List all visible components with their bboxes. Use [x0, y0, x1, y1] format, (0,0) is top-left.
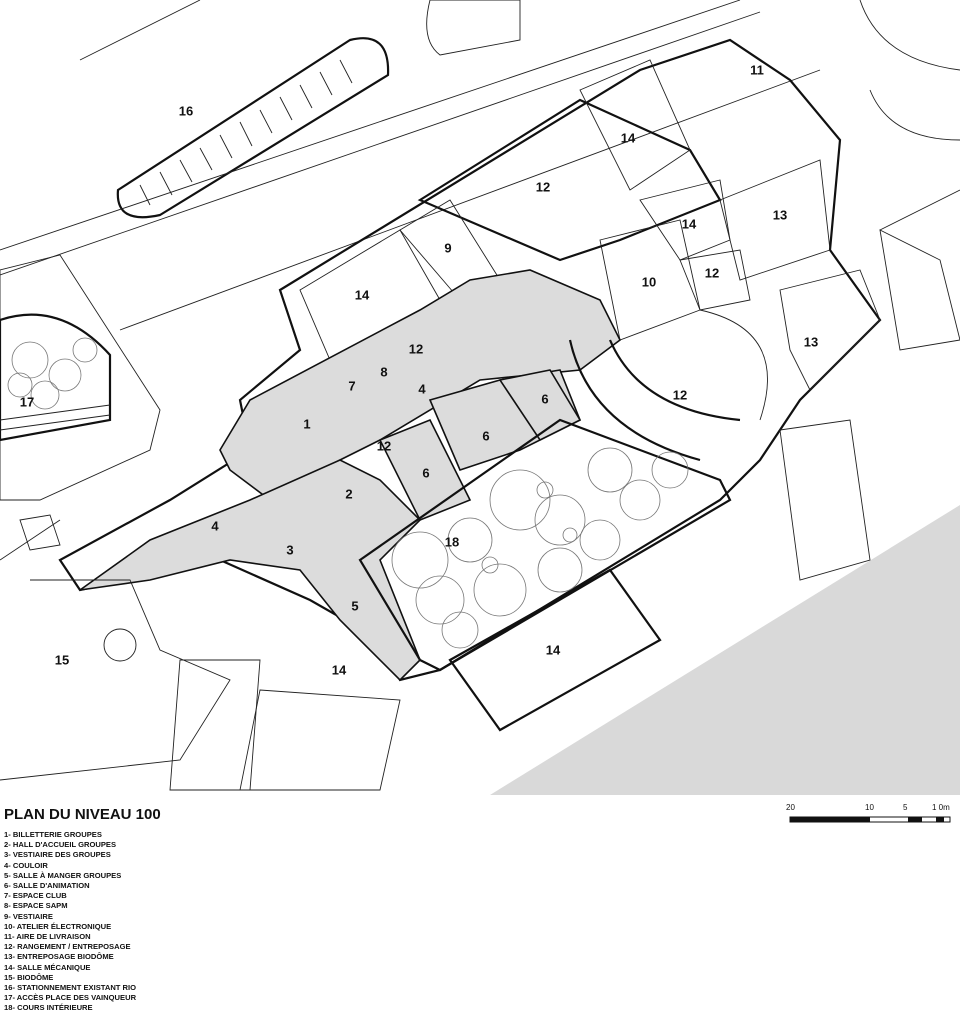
legend-item: 1- BILLETTERIE GROUPES	[4, 830, 102, 839]
room-label-6: 6	[541, 391, 548, 406]
room-label-11: 11	[750, 62, 764, 77]
scale-tick-label: 5	[903, 803, 908, 812]
circulation-zones	[79, 269, 622, 682]
room-label-3: 3	[286, 542, 293, 557]
room-label-18: 18	[445, 534, 459, 549]
exterior-grey-zone	[490, 505, 960, 795]
scale-tick-label: 10	[865, 803, 874, 812]
room-label-4: 4	[211, 518, 219, 533]
legend-item: 4- COULOIR	[4, 860, 48, 870]
legend-item: 10- ATELIER ÉLECTRONIQUE	[4, 921, 112, 931]
parking-lot	[79, 0, 521, 219]
room-label-6: 6	[482, 428, 489, 443]
mechanical-block	[0, 568, 662, 791]
room-label-12: 12	[377, 438, 391, 453]
room-label-12: 12	[409, 341, 423, 356]
scale-tick-label: 20	[786, 803, 795, 812]
legend-item: 3- VESTIAIRE DES GROUPES	[4, 850, 111, 860]
legend-item: 8- ESPACE SAPM	[4, 901, 68, 911]
room-label-12: 12	[673, 387, 687, 402]
room-label-16: 16	[179, 103, 193, 118]
legend-item: 5- SALLE À MANGER GROUPES	[4, 870, 122, 880]
scale-tick-label: 1 0m	[932, 803, 950, 812]
room-label-8: 8	[380, 364, 387, 379]
room-label-13: 13	[773, 207, 787, 222]
room-label-15: 15	[55, 652, 69, 667]
room-label-17: 17	[20, 394, 34, 409]
exterior-structures	[19, 229, 960, 662]
legend-item: 14- SALLE MÉCANIQUE	[4, 962, 91, 972]
legend-item: 18- COURS INTÉRIEURE	[4, 1003, 93, 1013]
room-label-5: 5	[351, 598, 358, 613]
room-label-14: 14	[621, 130, 636, 145]
legend-item: 12- RANGEMENT / ENTREPOSAGE	[4, 942, 131, 952]
legend-item: 9- VESTIAIRE	[4, 911, 53, 921]
room-label-14: 14	[355, 287, 370, 302]
road-lines	[0, 0, 960, 561]
room-label-10: 10	[642, 274, 656, 289]
legend-item: 13- ENTREPOSAGE BIODÔME	[4, 952, 114, 962]
legend-item: 7- ESPACE CLUB	[4, 891, 67, 901]
scale-bar-graphic	[789, 816, 951, 823]
legend-item: 16- STATIONNEMENT EXISTANT RIO	[4, 983, 137, 993]
floor-plan: 16 11 14 12 13 14 9 14 12 10 13 12 7 8 4…	[0, 0, 960, 795]
room-label-2: 2	[345, 486, 352, 501]
courtyard	[358, 418, 732, 672]
room-label-7: 7	[348, 378, 355, 393]
plan-title: PLAN DU NIVEAU 100	[4, 806, 161, 823]
room-label-1: 1	[303, 416, 310, 431]
room-labels: 16 11 14 12 13 14 9 14 12 10 13 12 7 8 4…	[20, 62, 818, 677]
scale-bar: 20 10 5 1 0m	[786, 803, 956, 827]
room-label-14: 14	[682, 216, 697, 231]
legend-item: 6- SALLE D'ANIMATION	[4, 881, 90, 891]
room-legend: 1- BILLETTERIE GROUPES 2- HALL D'ACCUEIL…	[4, 830, 136, 1014]
room-label-9: 9	[444, 240, 451, 255]
room-label-12: 12	[705, 265, 719, 280]
room-label-13: 13	[804, 334, 818, 349]
room-label-4: 4	[418, 381, 426, 396]
room-label-12: 12	[536, 179, 550, 194]
legend-item: 2- HALL D'ACCUEIL GROUPES	[4, 840, 117, 850]
arc-walls	[568, 309, 768, 462]
plaza-area	[0, 254, 161, 501]
room-label-14: 14	[332, 662, 347, 677]
room-label-6: 6	[422, 465, 429, 480]
legend-item: 17- ACCÈS PLACE DES VAINQUEUR	[4, 993, 137, 1003]
room-label-14: 14	[546, 642, 561, 657]
legend-item: 11- AIRE DE LIVRAISON	[4, 932, 91, 942]
legend-item: 15- BIODÔME	[4, 972, 54, 982]
